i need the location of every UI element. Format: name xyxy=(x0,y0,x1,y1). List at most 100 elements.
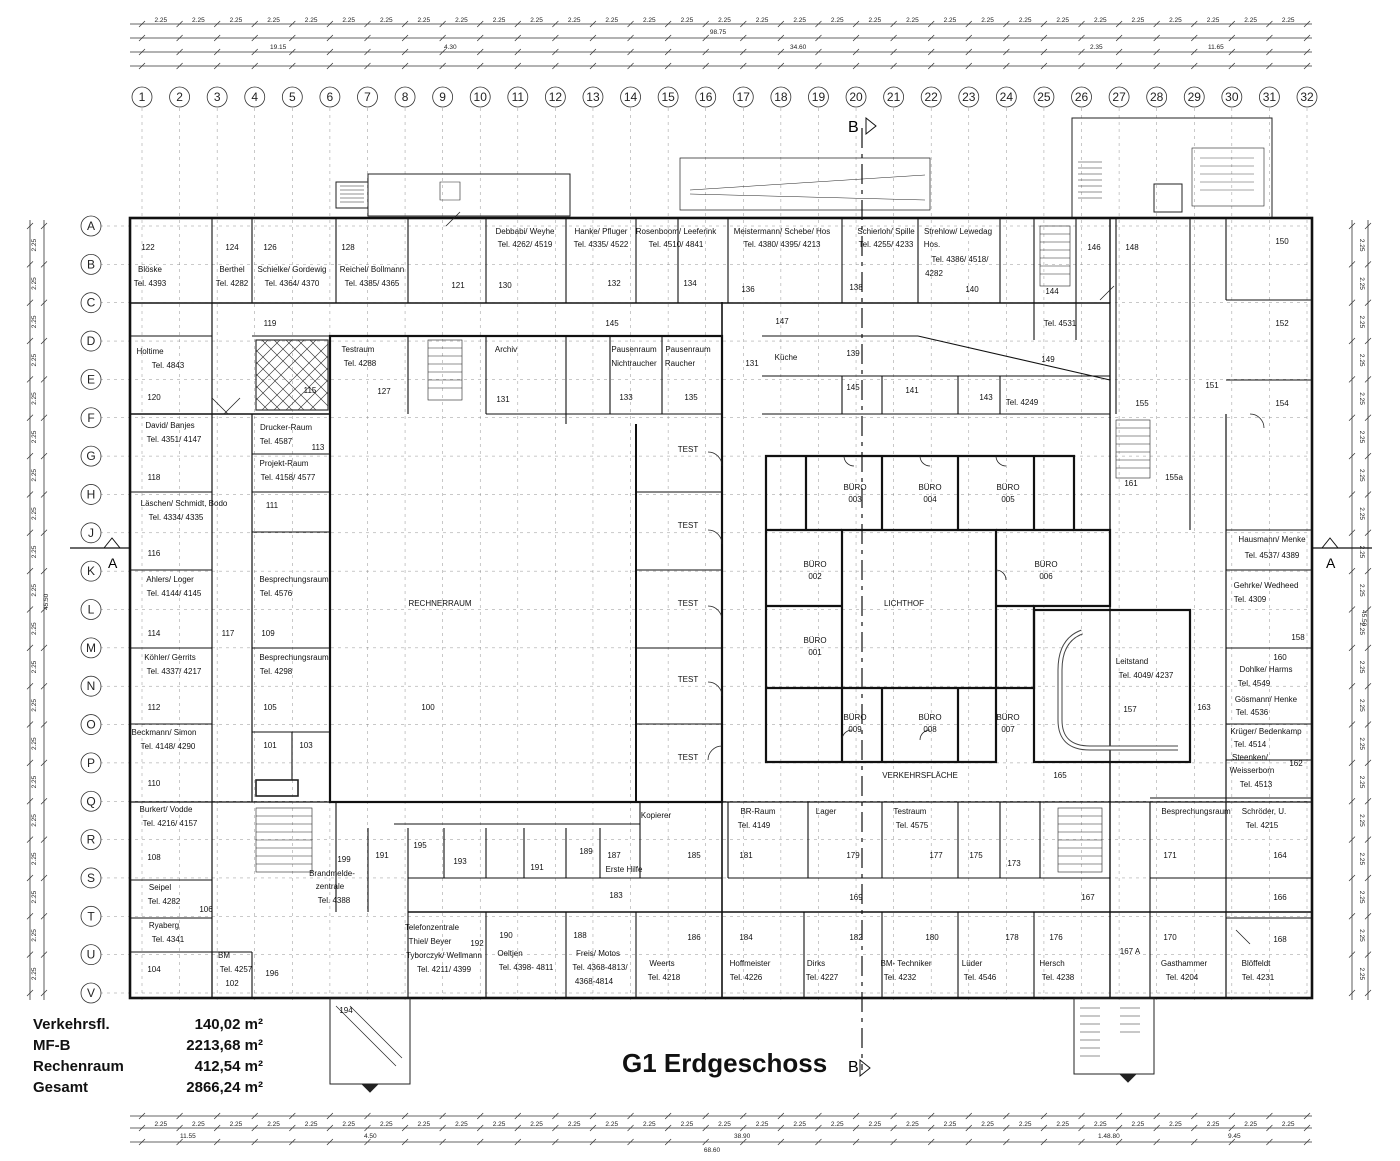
room-label: BÜRO xyxy=(996,713,1019,722)
room-label: 4282 xyxy=(925,269,943,278)
dimension-tick xyxy=(1364,644,1372,652)
room-label: Berthel xyxy=(219,265,245,274)
row-axis-bubble xyxy=(80,867,102,889)
row-axis-label: B xyxy=(87,257,95,271)
bottom-segment-1: 11.55 xyxy=(180,1133,196,1140)
room-label: Testraum xyxy=(894,807,927,816)
room-label: 173 xyxy=(1007,859,1021,868)
dimension-tick xyxy=(364,20,371,28)
dimension-tick xyxy=(251,34,258,42)
dimension-tick xyxy=(965,20,973,28)
room-label: Beckmann/ Simon xyxy=(132,728,197,737)
room-label: Tel. 4249 xyxy=(1006,398,1039,407)
top-module-dimension: 2.25 xyxy=(1169,17,1182,24)
bottom-module-dimension: 2.25 xyxy=(1019,1121,1032,1128)
room-label: Tel. 4309 xyxy=(1234,595,1267,604)
top-segment-5: 11.65 xyxy=(1208,44,1224,51)
dimension-tick xyxy=(777,20,785,28)
column-axis-label: 32 xyxy=(1300,90,1314,104)
right-module-dimension: 2.25 xyxy=(1358,316,1365,329)
room-label: 124 xyxy=(225,243,239,252)
dimension-tick xyxy=(40,874,48,882)
top-module-dimension: 2.25 xyxy=(793,17,806,24)
room-label: 184 xyxy=(739,933,753,942)
top-module-dimension: 2.25 xyxy=(1094,17,1107,24)
top-module-dimension: 2.25 xyxy=(1244,17,1257,24)
room-label: Archiv xyxy=(495,345,517,354)
room-label: 181 xyxy=(739,851,753,860)
room-label: 168 xyxy=(1273,935,1287,944)
left-module-dimension: 2.25 xyxy=(31,852,38,865)
room-label: Raucher xyxy=(665,359,696,368)
room-label: 193 xyxy=(453,857,467,866)
room-label: 176 xyxy=(1049,933,1063,942)
top-module-dimension: 2.25 xyxy=(305,17,318,24)
dimension-tick xyxy=(40,798,48,805)
room-label: VERKEHRSFLÄCHE xyxy=(882,771,958,780)
dimension-tick xyxy=(1364,913,1372,920)
room-label: Thiel/ Beyer xyxy=(409,937,452,946)
dimension-tick xyxy=(740,62,747,70)
room-label: 115 xyxy=(304,386,317,395)
room-label: Tel. 4288 xyxy=(344,359,377,368)
dimension-tick xyxy=(1364,222,1372,230)
column-axis-bubble xyxy=(281,86,303,108)
row-axis-label: P xyxy=(87,756,95,770)
column-axis-label: 27 xyxy=(1112,90,1126,104)
room-label: Tel. 4386/ 4518/ xyxy=(932,255,990,264)
row-axis-label: V xyxy=(87,986,95,1000)
dimension-tick xyxy=(890,48,897,56)
dimension-tick xyxy=(326,34,334,42)
bottom-segment-4: 1.48.80 xyxy=(1098,1133,1120,1140)
room-label: 009 xyxy=(848,725,862,734)
row-axis-bubble xyxy=(80,560,102,582)
column-axis-bubble xyxy=(958,86,980,108)
dimension-tick xyxy=(1115,34,1123,42)
room-label: 111 xyxy=(266,501,279,510)
left-module-dimension: 2.25 xyxy=(31,622,38,635)
room-label: 132 xyxy=(607,279,621,288)
room-label: Testraum xyxy=(342,345,375,354)
room-label: 191 xyxy=(375,851,389,860)
area-value: 2866,24 m² xyxy=(186,1079,263,1096)
dimension-tick xyxy=(26,951,34,958)
column-axis-bubble xyxy=(808,86,829,108)
dimension-tick xyxy=(552,20,559,28)
row-axis-bubble xyxy=(80,292,102,314)
dimension-tick xyxy=(815,48,822,56)
section-a-right-arrow-icon xyxy=(1320,537,1340,549)
dimension-tick xyxy=(326,20,334,28)
room-label: Tel. 4531 xyxy=(1044,319,1077,328)
dimension-tick xyxy=(1364,529,1372,537)
room-label: 191 xyxy=(530,863,544,872)
bottom-module-dimension: 2.25 xyxy=(831,1121,844,1128)
column-axis-label: 24 xyxy=(1000,90,1014,104)
bottom-module-dimension: 2.25 xyxy=(1244,1121,1257,1128)
column-axis-label: 17 xyxy=(737,90,751,104)
dimension-tick xyxy=(1153,20,1160,28)
row-axis-bubble xyxy=(80,407,102,429)
column-axis-label: 9 xyxy=(439,90,446,104)
bottom-module-dimension: 2.25 xyxy=(455,1121,468,1128)
area-label: Verkehrsfl. xyxy=(33,1016,110,1033)
room-label: 119 xyxy=(264,319,277,328)
room-label: Tel. 4232 xyxy=(884,973,917,982)
dimension-tick xyxy=(740,20,747,28)
room-label: Tel. 4215 xyxy=(1246,821,1279,830)
column-axis-bubble xyxy=(131,86,153,108)
room-label: BR-Raum xyxy=(740,807,775,816)
column-axis-bubble xyxy=(169,86,190,108)
room-label: Tel. 4393 xyxy=(134,279,167,288)
column-axis-bubble xyxy=(845,86,867,108)
column-axis-label: 6 xyxy=(327,90,334,104)
top-annex xyxy=(335,117,1273,219)
room-label: 101 xyxy=(263,741,277,750)
room-label: 116 xyxy=(148,549,161,558)
room-label: Tel. 4546 xyxy=(964,973,997,982)
dimension-tick xyxy=(476,62,484,70)
dimension-tick xyxy=(1364,836,1372,843)
top-module-dimension: 2.25 xyxy=(756,17,769,24)
room-label: Tel. 4385/ 4365 xyxy=(345,279,400,288)
dimension-tick xyxy=(364,34,371,42)
dimension-tick xyxy=(1191,48,1198,56)
